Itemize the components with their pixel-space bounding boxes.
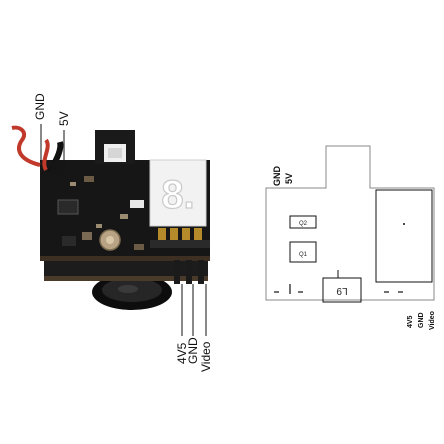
schematic-label-4v5: 4V5 (407, 315, 414, 328)
smd-components (57, 176, 144, 251)
board-outline (265, 145, 435, 301)
lens-housing (92, 274, 172, 310)
large-component (375, 189, 433, 283)
seven-segment-display: 8. (149, 159, 207, 227)
photo-label-5v-top: 5V (57, 111, 71, 126)
pad-marks (274, 284, 403, 294)
photo-pin-labels: GND 5V 4V5 GND Video (33, 93, 213, 372)
display-digit: 8. (161, 173, 194, 217)
schematic-label-video: Video (429, 311, 436, 330)
photo-label-4v5: 4V5 (175, 342, 189, 364)
chip-q2 (289, 215, 317, 229)
photo-label-gnd-bottom: GND (186, 337, 200, 364)
schematic-pin-labels: GND 5V 4V5 GND Video (272, 166, 436, 331)
chip-q1-label: Q1 (299, 252, 308, 258)
chip-q2-label: Q2 (299, 221, 308, 227)
schematic-label-gnd-bottom: GND (418, 312, 425, 328)
chip-q1 (289, 241, 317, 263)
photo-label-gnd-top: GND (33, 93, 47, 120)
photo-label-video: Video (199, 341, 213, 372)
chip-l9-label: L9 (336, 285, 348, 296)
schematic-label-gnd-top: GND (272, 166, 282, 187)
power-wires (11, 125, 66, 176)
header-pins (150, 228, 210, 284)
schematic-label-5v-top: 5V (284, 173, 294, 184)
chip-l9 (322, 277, 362, 303)
photo-leader-lines (40, 124, 207, 336)
board-outline-drawing: Q2 Q1 L9 GND 5V 4V5 GND Video (265, 145, 436, 331)
camera-module-photo: 8. GND (11, 93, 213, 372)
